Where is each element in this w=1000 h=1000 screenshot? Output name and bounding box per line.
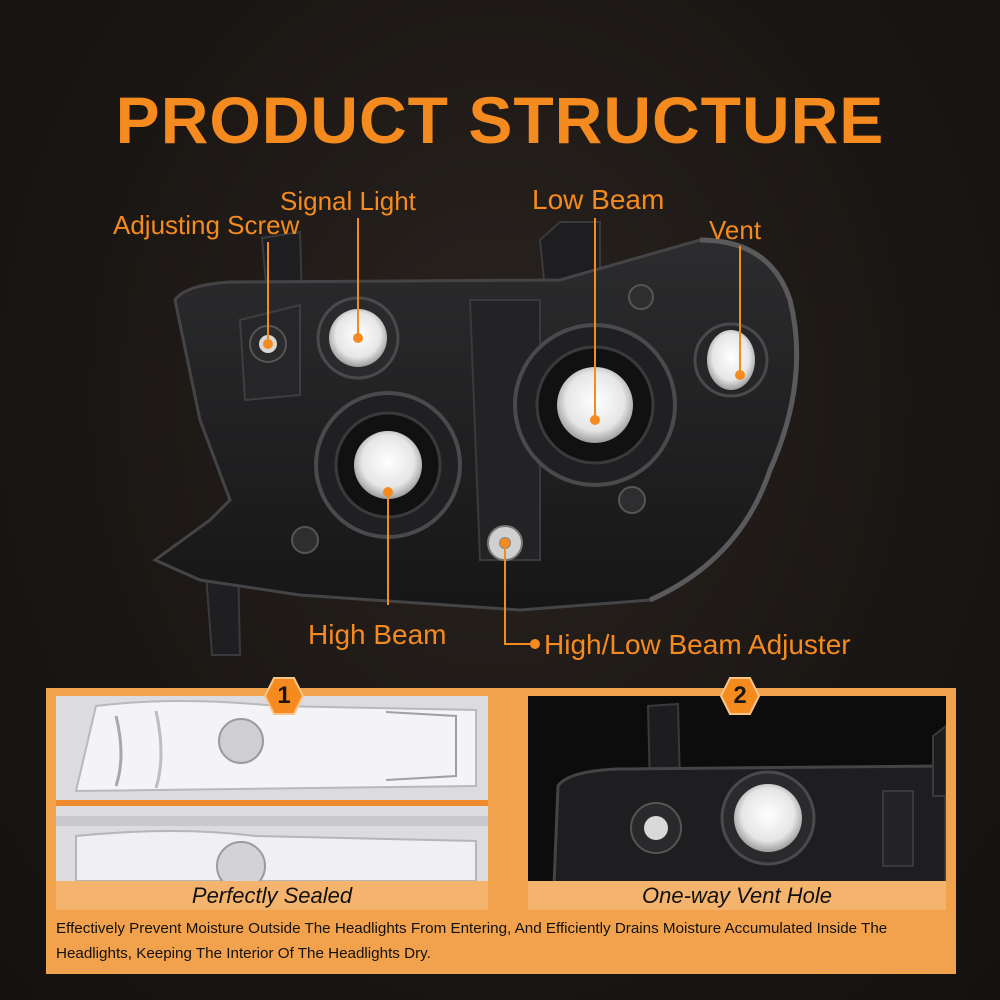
feature-2-caption: One-way Vent Hole: [528, 881, 946, 910]
headlight-back-illustration: [152, 218, 800, 656]
feature-1-number-badge: 1: [264, 676, 304, 716]
lens-edge: [648, 237, 800, 603]
label-vent: Vent: [709, 215, 762, 245]
callout-lines: [263, 218, 745, 649]
page-title: PRODUCT STRUCTURE: [115, 83, 885, 157]
label-low-beam: Low Beam: [532, 184, 665, 215]
feature-1-image: [56, 696, 488, 910]
label-adjusting-screw: Adjusting Screw: [113, 210, 300, 240]
sealed-lens-illustration: [56, 696, 488, 910]
feature-2-image: [528, 696, 946, 910]
label-high-beam: High Beam: [308, 619, 447, 650]
vent-cap: [707, 330, 755, 390]
label-signal-light: Signal Light: [280, 186, 416, 216]
label-beam-adjuster: High/Low Beam Adjuster: [544, 629, 851, 660]
feature-2-number: 2: [733, 682, 747, 709]
feature-description: Effectively Prevent Moisture Outside The…: [56, 920, 888, 962]
high-beam-cap: [354, 431, 422, 499]
feature-2-number-badge: 2: [720, 676, 760, 716]
feature-1-number: 1: [277, 682, 291, 709]
vent-hole-illustration: [528, 696, 946, 910]
feature-1-caption: Perfectly Sealed: [56, 881, 488, 910]
